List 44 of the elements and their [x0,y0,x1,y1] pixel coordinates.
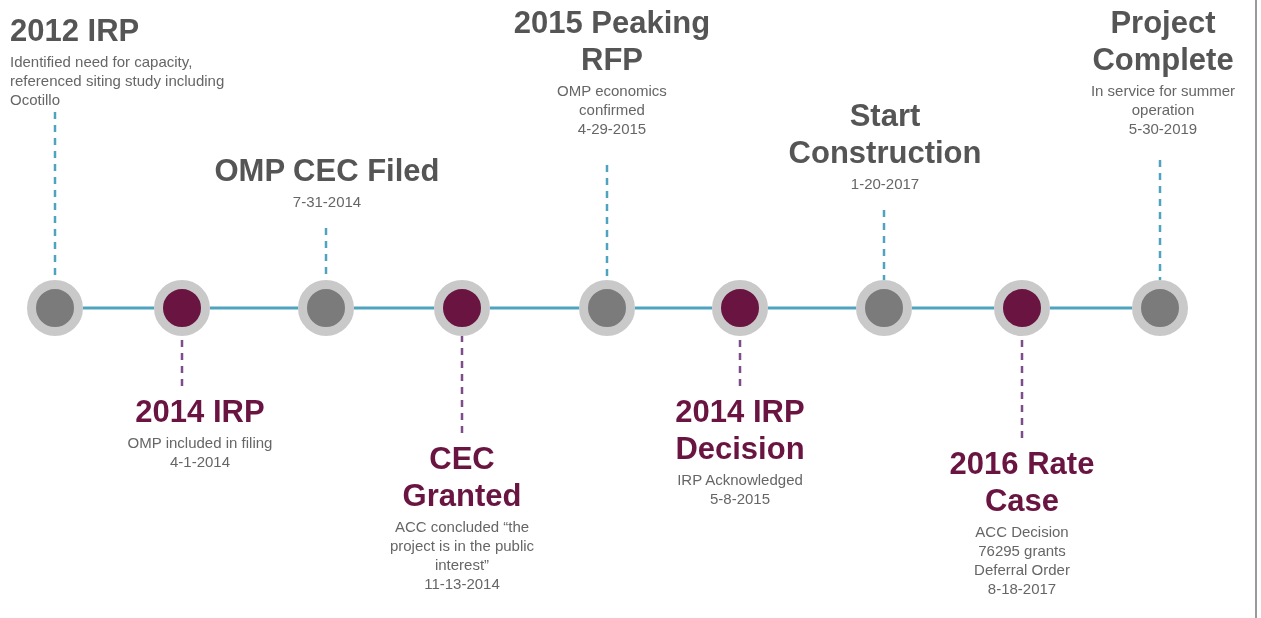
milestone-title: 2014 IRP [135,393,265,431]
milestone-circle [27,280,83,336]
timeline-line [912,306,994,310]
milestone-date: 5-30-2019 [1128,119,1198,139]
milestone-note: OMP economics confirmed [556,82,668,120]
milestone-title: Project Complete [1091,4,1235,79]
timeline-line [354,306,434,310]
milestone-circle [298,280,354,336]
milestone-circle [1132,280,1188,336]
milestone-title: 2014 IRP Decision [674,393,806,468]
milestone-title: CEC Granted [401,440,523,515]
milestone-title: OMP CEC Filed [214,152,440,190]
milestone-note: IRP Acknowledged [677,471,803,491]
leader-line [882,210,886,280]
milestone-note: In service for summer operation [1089,82,1237,120]
milestone-date: 11-13-2014 [424,574,500,594]
milestone-date: 5-8-2015 [709,490,770,509]
leader-line [460,336,464,433]
timeline-line [768,306,856,310]
milestone-circle [712,280,768,336]
milestone-note: ACC Decision 76295 grants Deferral Order [973,523,1071,580]
timeline-line [210,306,298,310]
milestone-note: OMP included in filing [127,434,273,453]
milestone-circle [434,280,490,336]
timeline-line [490,306,579,310]
timeline-line [1050,306,1132,310]
timeline-line [83,306,154,310]
milestone-circle [994,280,1050,336]
milestone-title: Start Construction [787,97,983,172]
milestone-title: 2015 Peaking RFP [512,4,712,79]
milestone-date: 7-31-2014 [292,193,362,212]
milestone-circle [856,280,912,336]
milestone-note: ACC concluded “the project is in the public interest” [388,518,536,575]
milestone-circle [579,280,635,336]
timeline-line [635,306,712,310]
milestone-date: 4-29-2015 [577,119,647,139]
milestone-circle [154,280,210,336]
milestone-date: 1-20-2017 [850,175,920,195]
milestone-date: 8-18-2017 [987,579,1057,599]
milestone-title: 2012 IRP [10,12,140,50]
leader-line [1158,160,1162,280]
milestone-title: 2016 Rate Case [948,445,1096,520]
milestone-note: Identified need for capacity, referenced siting study including Ocotillo [10,53,225,110]
milestone-date: 4-1-2014 [169,452,230,472]
